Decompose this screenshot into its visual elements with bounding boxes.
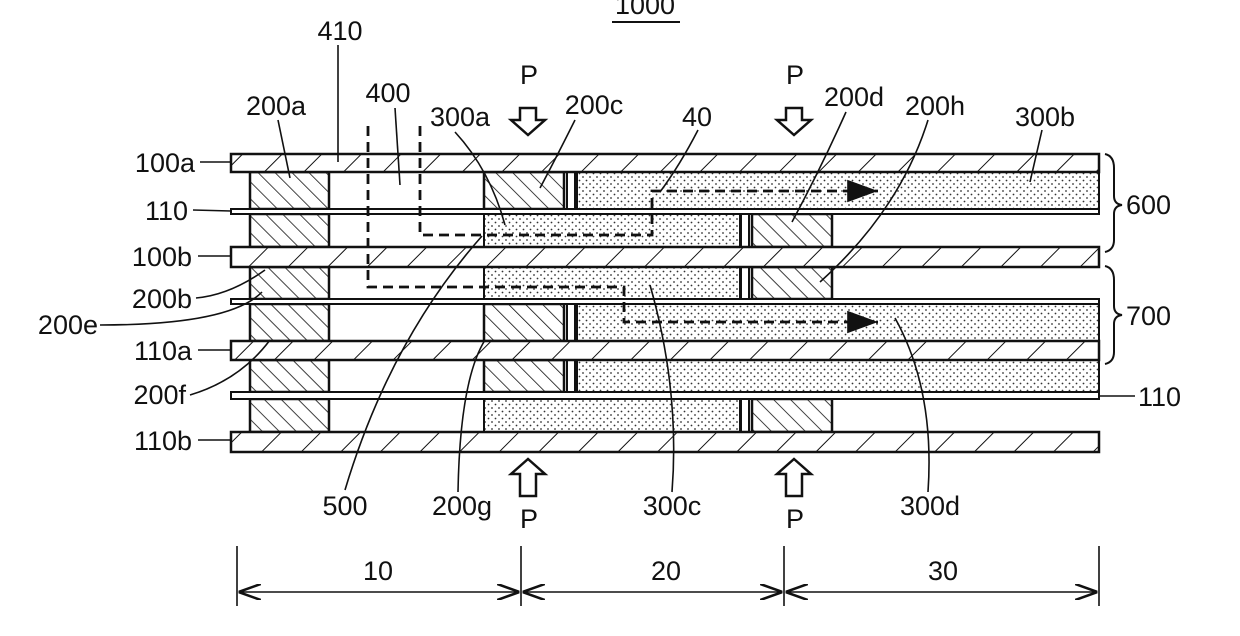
seal-200c (484, 172, 564, 209)
seal-right-bottom (752, 399, 832, 432)
region-30: 30 (928, 556, 958, 586)
post-6 (741, 399, 749, 432)
separator-110-bottom (231, 392, 1099, 399)
post-4 (741, 214, 749, 247)
label-500: 500 (322, 491, 367, 521)
label-410: 410 (317, 16, 362, 46)
leader-400 (395, 108, 400, 185)
plate-100b (231, 247, 1099, 267)
seal-200a-lower (250, 214, 329, 247)
pressure-arrow-bottom-left (511, 459, 545, 496)
label-110-top: 110 (145, 196, 188, 226)
plate-100a (231, 154, 1099, 172)
figure-number: 1000 (615, 0, 675, 20)
label-200g: 200g (432, 491, 492, 521)
post-2 (567, 304, 575, 341)
label-40: 40 (682, 102, 712, 132)
leader-110-top (193, 210, 231, 211)
label-200b: 200b (132, 284, 192, 314)
pressure-label-bottom-left: P (520, 504, 538, 534)
pressure-label-bottom-right: P (786, 504, 804, 534)
seal-200h (752, 267, 832, 299)
label-600: 600 (1126, 190, 1171, 220)
seal-200e (250, 304, 329, 341)
pressure-arrow-top-right (777, 108, 811, 135)
label-200h: 200h (905, 91, 965, 121)
electrode-300a (484, 214, 740, 247)
region-10: 10 (363, 556, 393, 586)
region-20: 20 (651, 556, 681, 586)
post-1 (567, 172, 575, 209)
seal-left-bottom (250, 399, 329, 432)
label-300d: 300d (900, 491, 960, 521)
separator-mid (231, 299, 1099, 304)
seal-mid-lower (484, 360, 564, 392)
label-300b: 300b (1015, 102, 1075, 132)
label-100a: 100a (135, 148, 196, 178)
pressure-label-top-left: P (520, 60, 538, 90)
brace-700 (1105, 266, 1122, 364)
label-200c: 200c (565, 90, 624, 120)
pressure-arrow-bottom-right (777, 459, 811, 496)
leader-200g (458, 340, 485, 492)
separator-110-top (231, 209, 1099, 214)
label-110-right: 110 (1138, 382, 1181, 412)
label-200e: 200e (38, 310, 98, 340)
label-700: 700 (1126, 301, 1171, 331)
label-400: 400 (365, 78, 410, 108)
post-3 (567, 360, 575, 392)
post-5 (741, 267, 749, 299)
seal-200g (484, 304, 564, 341)
pressure-label-top-right: P (786, 60, 804, 90)
label-100b: 100b (132, 242, 192, 272)
electrode-lower-right (577, 360, 1099, 392)
label-300a: 300a (430, 102, 491, 132)
brace-600 (1105, 154, 1122, 252)
seal-200f (250, 360, 329, 392)
label-300c: 300c (643, 491, 702, 521)
electrode-300c-upper (484, 267, 740, 299)
label-200f: 200f (133, 380, 186, 410)
pressure-arrow-top-left (511, 108, 545, 135)
label-200a: 200a (246, 91, 307, 121)
label-200d: 200d (824, 82, 884, 112)
label-110a: 110a (134, 336, 193, 366)
label-110b: 110b (134, 426, 192, 456)
seal-200d (752, 214, 832, 247)
electrode-300c-lower (484, 399, 740, 432)
